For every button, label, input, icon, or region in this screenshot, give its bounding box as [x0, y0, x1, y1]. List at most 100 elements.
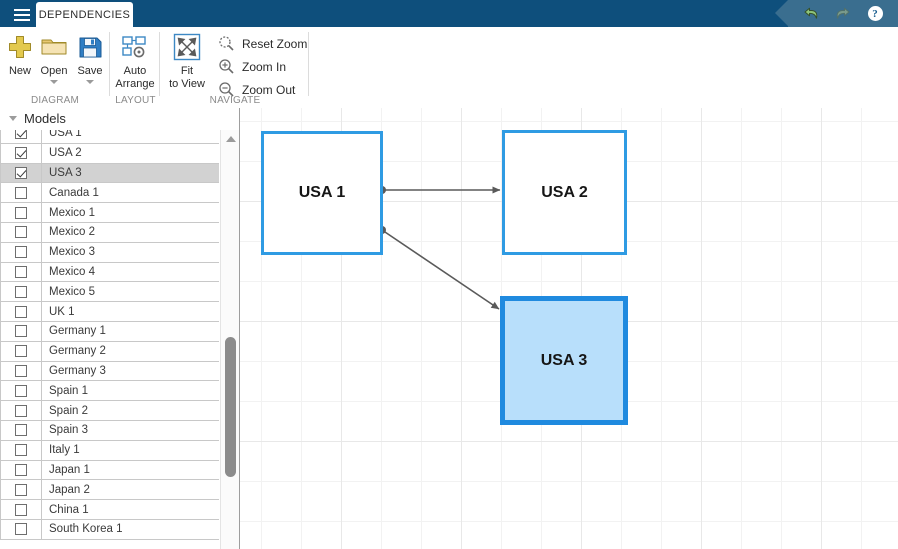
- model-checkbox-cell[interactable]: [1, 222, 42, 242]
- diagram-node-label: USA 2: [541, 183, 588, 201]
- auto-arrange-label-line1: Auto: [123, 65, 147, 77]
- dependency-edge-usa1-to-usa2[interactable]: [378, 186, 501, 194]
- zoom-in-button[interactable]: Zoom In: [218, 57, 286, 76]
- model-list-row[interactable]: South Korea 1: [0, 519, 219, 540]
- model-checkbox-cell[interactable]: [1, 500, 42, 519]
- save-button[interactable]: Save: [72, 30, 108, 84]
- model-checkbox-cell[interactable]: [1, 163, 42, 183]
- checkbox-unchecked-icon[interactable]: [15, 463, 27, 476]
- model-list-row[interactable]: Spain 3: [0, 420, 219, 441]
- auto-arrange-label-line2: Arrange: [115, 78, 155, 90]
- model-list-row[interactable]: USA 3: [0, 163, 219, 184]
- models-section-header[interactable]: Models: [0, 108, 239, 130]
- model-name-label: USA 1: [49, 130, 82, 140]
- hamburger-menu-icon[interactable]: [8, 5, 36, 25]
- model-list-row[interactable]: Canada 1: [0, 183, 219, 204]
- checkbox-unchecked-icon[interactable]: [15, 424, 27, 437]
- model-checkbox-cell[interactable]: [1, 242, 42, 262]
- checkbox-unchecked-icon[interactable]: [15, 483, 27, 496]
- model-checkbox-cell[interactable]: [1, 460, 42, 480]
- model-list-row[interactable]: Mexico 5: [0, 282, 219, 303]
- dependency-edge-usa1-to-usa3[interactable]: [378, 226, 500, 310]
- model-list-row[interactable]: Mexico 3: [0, 242, 219, 263]
- checkbox-checked-icon[interactable]: [15, 147, 27, 160]
- checkbox-unchecked-icon[interactable]: [15, 523, 27, 536]
- model-list-row[interactable]: Japan 2: [0, 480, 219, 501]
- model-list-row[interactable]: Mexico 1: [0, 203, 219, 223]
- model-list-row[interactable]: Germany 3: [0, 361, 219, 382]
- auto-arrange-button[interactable]: Auto Arrange: [108, 30, 162, 90]
- model-checkbox-cell[interactable]: [1, 143, 42, 163]
- model-list-row[interactable]: USA 1: [0, 130, 219, 144]
- checkbox-unchecked-icon[interactable]: [15, 265, 27, 278]
- diagram-node-usa1[interactable]: USA 1: [261, 131, 383, 255]
- dependency-graph-canvas[interactable]: USA 1 USA 2 USA 3: [240, 108, 898, 549]
- help-button[interactable]: ?: [864, 3, 886, 24]
- model-list-row[interactable]: China 1: [0, 500, 219, 520]
- undo-button[interactable]: [800, 3, 822, 24]
- checkbox-unchecked-icon[interactable]: [15, 246, 27, 259]
- checkbox-unchecked-icon[interactable]: [15, 345, 27, 358]
- save-dropdown-caret-icon[interactable]: [86, 80, 94, 84]
- checkbox-unchecked-icon[interactable]: [15, 384, 27, 397]
- model-checkbox-cell[interactable]: [1, 401, 42, 420]
- checkbox-unchecked-icon[interactable]: [15, 305, 27, 318]
- zoom-out-button[interactable]: Zoom Out: [218, 80, 295, 99]
- checkbox-unchecked-icon[interactable]: [15, 444, 27, 457]
- fit-to-view-button[interactable]: Fit to View: [160, 30, 214, 90]
- model-list-row[interactable]: UK 1: [0, 302, 219, 322]
- diagram-node-usa3[interactable]: USA 3: [500, 296, 628, 425]
- diagram-node-usa2[interactable]: USA 2: [502, 130, 627, 255]
- checkbox-unchecked-icon[interactable]: [15, 206, 27, 219]
- model-checkbox-cell[interactable]: [1, 341, 42, 361]
- model-checkbox-cell[interactable]: [1, 262, 42, 282]
- open-button[interactable]: Open: [36, 30, 72, 84]
- models-list-scrollbar[interactable]: [220, 130, 239, 549]
- model-list-row[interactable]: Mexico 2: [0, 222, 219, 243]
- checkbox-unchecked-icon[interactable]: [15, 285, 27, 298]
- scrollbar-thumb[interactable]: [225, 337, 236, 477]
- ribbon-group-navigate-title: NAVIGATE: [209, 95, 261, 106]
- model-checkbox-cell[interactable]: [1, 183, 42, 203]
- model-checkbox-cell[interactable]: [1, 282, 42, 302]
- new-button[interactable]: New: [2, 30, 38, 77]
- scroll-up-arrow-icon[interactable]: [221, 132, 239, 146]
- model-list-row[interactable]: Germany 2: [0, 341, 219, 362]
- model-list-row[interactable]: Spain 2: [0, 401, 219, 421]
- model-checkbox-cell[interactable]: [1, 440, 42, 460]
- checkbox-unchecked-icon[interactable]: [15, 325, 27, 338]
- model-checkbox-cell[interactable]: [1, 381, 42, 401]
- checkbox-unchecked-icon[interactable]: [15, 186, 27, 199]
- model-name-label: China 1: [49, 503, 89, 516]
- checkbox-unchecked-icon[interactable]: [15, 503, 27, 516]
- model-checkbox-cell[interactable]: [1, 130, 42, 143]
- model-checkbox-cell[interactable]: [1, 519, 42, 539]
- model-list-row[interactable]: Japan 1: [0, 460, 219, 481]
- model-list-row[interactable]: USA 2: [0, 143, 219, 164]
- model-checkbox-cell[interactable]: [1, 203, 42, 222]
- model-checkbox-cell[interactable]: [1, 302, 42, 321]
- tab-dependencies[interactable]: DEPENDENCIES: [36, 2, 133, 27]
- model-list-row[interactable]: Germany 1: [0, 321, 219, 342]
- model-checkbox-cell[interactable]: [1, 361, 42, 381]
- checkbox-unchecked-icon[interactable]: [15, 364, 27, 377]
- model-checkbox-cell[interactable]: [1, 321, 42, 341]
- fit-to-view-label-line2: to View: [169, 78, 205, 90]
- checkbox-unchecked-icon[interactable]: [15, 404, 27, 417]
- chevron-down-icon[interactable]: [9, 116, 17, 121]
- redo-button[interactable]: [831, 3, 853, 24]
- model-list-row[interactable]: Mexico 4: [0, 262, 219, 283]
- model-checkbox-cell[interactable]: [1, 420, 42, 440]
- model-checkbox-cell[interactable]: [1, 480, 42, 500]
- fit-to-view-icon: [172, 30, 202, 64]
- model-list-row[interactable]: Spain 1: [0, 381, 219, 402]
- checkbox-unchecked-icon[interactable]: [15, 226, 27, 239]
- checkbox-checked-icon[interactable]: [15, 130, 27, 140]
- open-dropdown-caret-icon[interactable]: [50, 80, 58, 84]
- model-list-row[interactable]: Italy 1: [0, 440, 219, 461]
- floppy-save-icon: [77, 30, 103, 64]
- reset-zoom-button[interactable]: Reset Zoom: [218, 34, 307, 53]
- checkbox-checked-icon[interactable]: [15, 166, 27, 179]
